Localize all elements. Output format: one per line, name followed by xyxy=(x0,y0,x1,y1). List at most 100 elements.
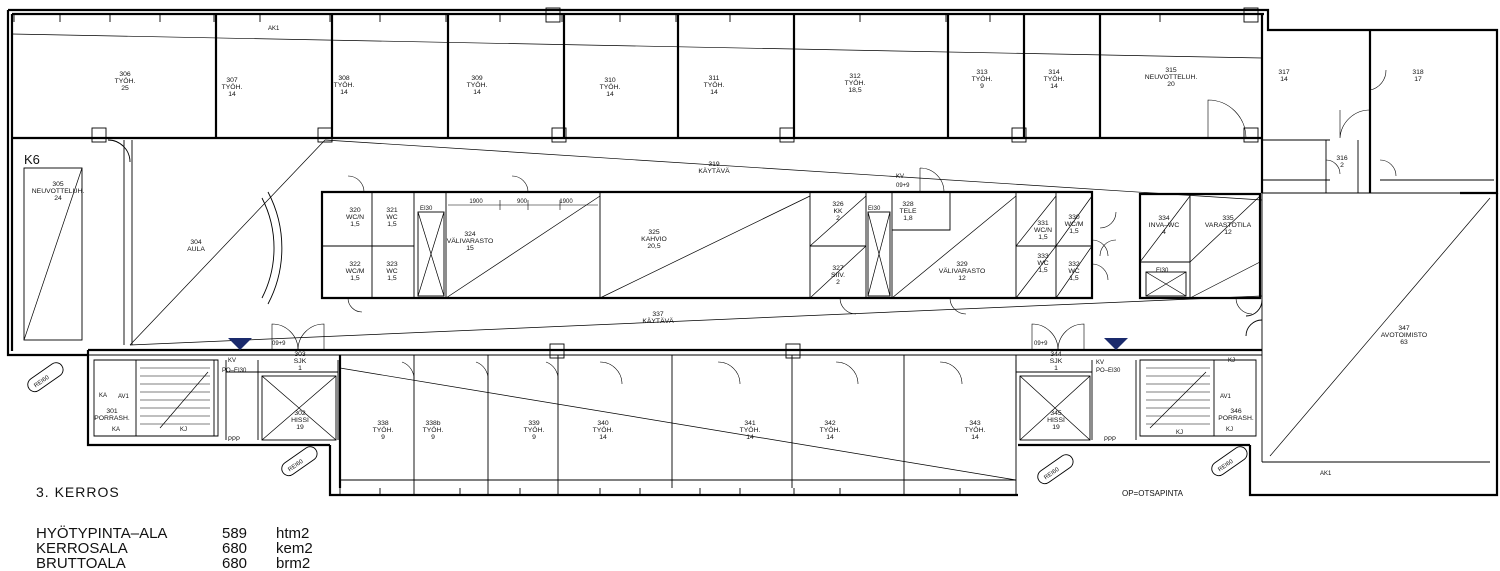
title-block: 3. KERROS OP=OTSAPINTA HYÖTYPINTA–ALA 58… xyxy=(36,484,1184,571)
room-label-line: 2 xyxy=(1340,162,1344,169)
room-label-line: 328 xyxy=(902,201,914,208)
room-label-line: WC/N xyxy=(346,214,364,221)
area-label-0: HYÖTYPINTA–ALA xyxy=(36,524,167,542)
room-label-line: KAHVIO xyxy=(641,236,667,243)
room-label-line: 331 xyxy=(1037,220,1049,227)
room-label-line: 344 xyxy=(1050,351,1062,358)
room-label-line: NEUVOTTELUH. xyxy=(32,188,85,195)
room-label-line: 339 xyxy=(528,420,540,427)
room-label-line: 1,5 xyxy=(1069,228,1079,235)
room-label-line: 342 xyxy=(824,420,836,427)
room-label-line: 18,5 xyxy=(848,87,861,94)
room-label-line: 63 xyxy=(1400,339,1408,346)
room-label-line: SIIV. xyxy=(831,272,845,279)
room-label-line: 332 xyxy=(1068,261,1080,268)
room-label-line: INVA–WC xyxy=(1149,222,1180,229)
area-unit-0: htm2 xyxy=(276,525,309,542)
room-label-line: PORRASH. xyxy=(1218,415,1254,422)
room-label-line: 12 xyxy=(1224,229,1232,236)
room-label-line: TYÖH. xyxy=(820,426,841,434)
tag-kv-right: KV xyxy=(1096,360,1104,366)
dim-900: 900 xyxy=(517,199,528,205)
room-label-line: 323 xyxy=(386,261,398,268)
room-label-line: TELE xyxy=(900,208,917,215)
room-label-line: 322 xyxy=(349,261,361,268)
room-label-line: TYÖH. xyxy=(965,426,986,434)
tag-kj-2: KJ xyxy=(1228,358,1235,364)
area-value-2: 680 xyxy=(222,555,247,571)
room-label-line: 1,5 xyxy=(350,275,360,282)
room-label-line: TYÖH. xyxy=(222,83,243,91)
room-label-line: 337 xyxy=(652,311,664,318)
room-label-line: 308 xyxy=(338,75,350,82)
room-label-line: HISSI xyxy=(1047,417,1065,424)
room-label-line: 14 xyxy=(1050,83,1058,90)
room-label-line: TYÖH. xyxy=(600,83,621,91)
area-value-0: 589 xyxy=(222,525,247,542)
room-label-line: 302 xyxy=(294,410,306,417)
room-label-line: NEUVOTTELUH. xyxy=(1145,74,1198,81)
room-label-line: 330 xyxy=(1068,214,1080,221)
room-label-line: 2 xyxy=(836,279,840,286)
room-label-line: 19 xyxy=(1052,424,1060,431)
room-label-line: 304 xyxy=(190,239,202,246)
room-label-line: 1 xyxy=(1054,365,1058,372)
core xyxy=(11,33,1491,462)
room-label-line: 14 xyxy=(473,89,481,96)
room-label-line: 314 xyxy=(1048,69,1060,76)
floor-title: 3. KERROS xyxy=(36,484,120,500)
room-label-line: 1 xyxy=(298,365,302,372)
room-label-line: WC xyxy=(1068,268,1079,275)
area-value-1: 680 xyxy=(222,540,247,557)
room-label-line: 9 xyxy=(980,83,984,90)
area-unit-2: brm2 xyxy=(276,555,310,571)
tag-door-left: 09+9 xyxy=(272,341,286,347)
room-label-line: TYÖH. xyxy=(845,79,866,87)
room-label-line: 2 xyxy=(836,215,840,222)
room-label-line: 343 xyxy=(969,420,981,427)
room-label-line: 17 xyxy=(1414,76,1422,83)
room-label-line: 340 xyxy=(597,420,609,427)
room-label-line: 338b xyxy=(425,420,440,427)
area-label-2: BRUTTOALA xyxy=(36,555,126,571)
tag-rei60-4: REI60 xyxy=(1217,458,1235,473)
room-label-line: 1,5 xyxy=(1038,234,1048,241)
room-label-line: 319 xyxy=(708,161,720,168)
room-label-line: TYÖH. xyxy=(334,81,355,89)
room-label-line: KÄYTÄVÄ xyxy=(698,167,730,175)
room-label-line: TYÖH. xyxy=(373,426,394,434)
room-label-line: VÄLIVARASTO xyxy=(447,237,494,245)
room-label-line: 20,5 xyxy=(647,243,660,250)
room-label-line: HISSI xyxy=(291,417,309,424)
room-label-line: TYÖH. xyxy=(467,81,488,89)
tag-door-right: 09+9 xyxy=(1034,341,1048,347)
room-label-line: WC xyxy=(1037,260,1048,267)
tag-ppp-left: PPP xyxy=(228,437,240,443)
room-label-line: TYÖH. xyxy=(740,426,761,434)
dim-1900-left: 1900 xyxy=(469,199,483,205)
room-label-line: 9 xyxy=(381,434,385,441)
room-label-line: 324 xyxy=(464,231,476,238)
tag-po-left: PO–EI30 xyxy=(222,368,247,374)
room-label-line: 313 xyxy=(976,69,988,76)
tag-kv-left: KV xyxy=(228,358,236,364)
